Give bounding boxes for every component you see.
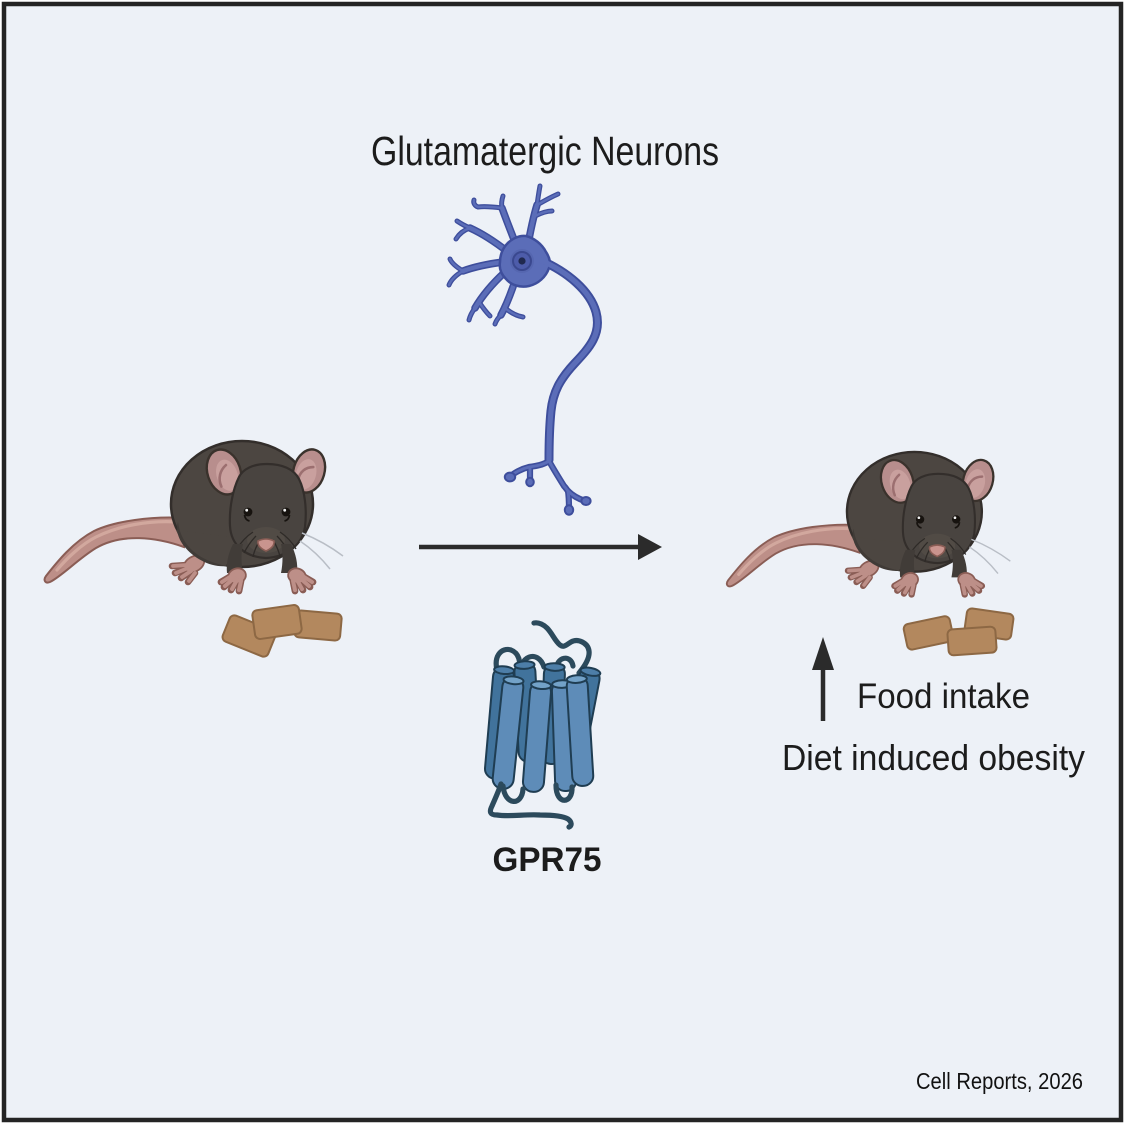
svg-text:Food intake: Food intake (857, 677, 1030, 716)
svg-text:Glutamatergic Neurons: Glutamatergic Neurons (371, 128, 719, 174)
svg-text:GPR75: GPR75 (493, 841, 602, 879)
svg-text:Diet induced obesity: Diet induced obesity (782, 737, 1085, 778)
svg-text:Cell Reports, 2026: Cell Reports, 2026 (916, 1068, 1083, 1094)
